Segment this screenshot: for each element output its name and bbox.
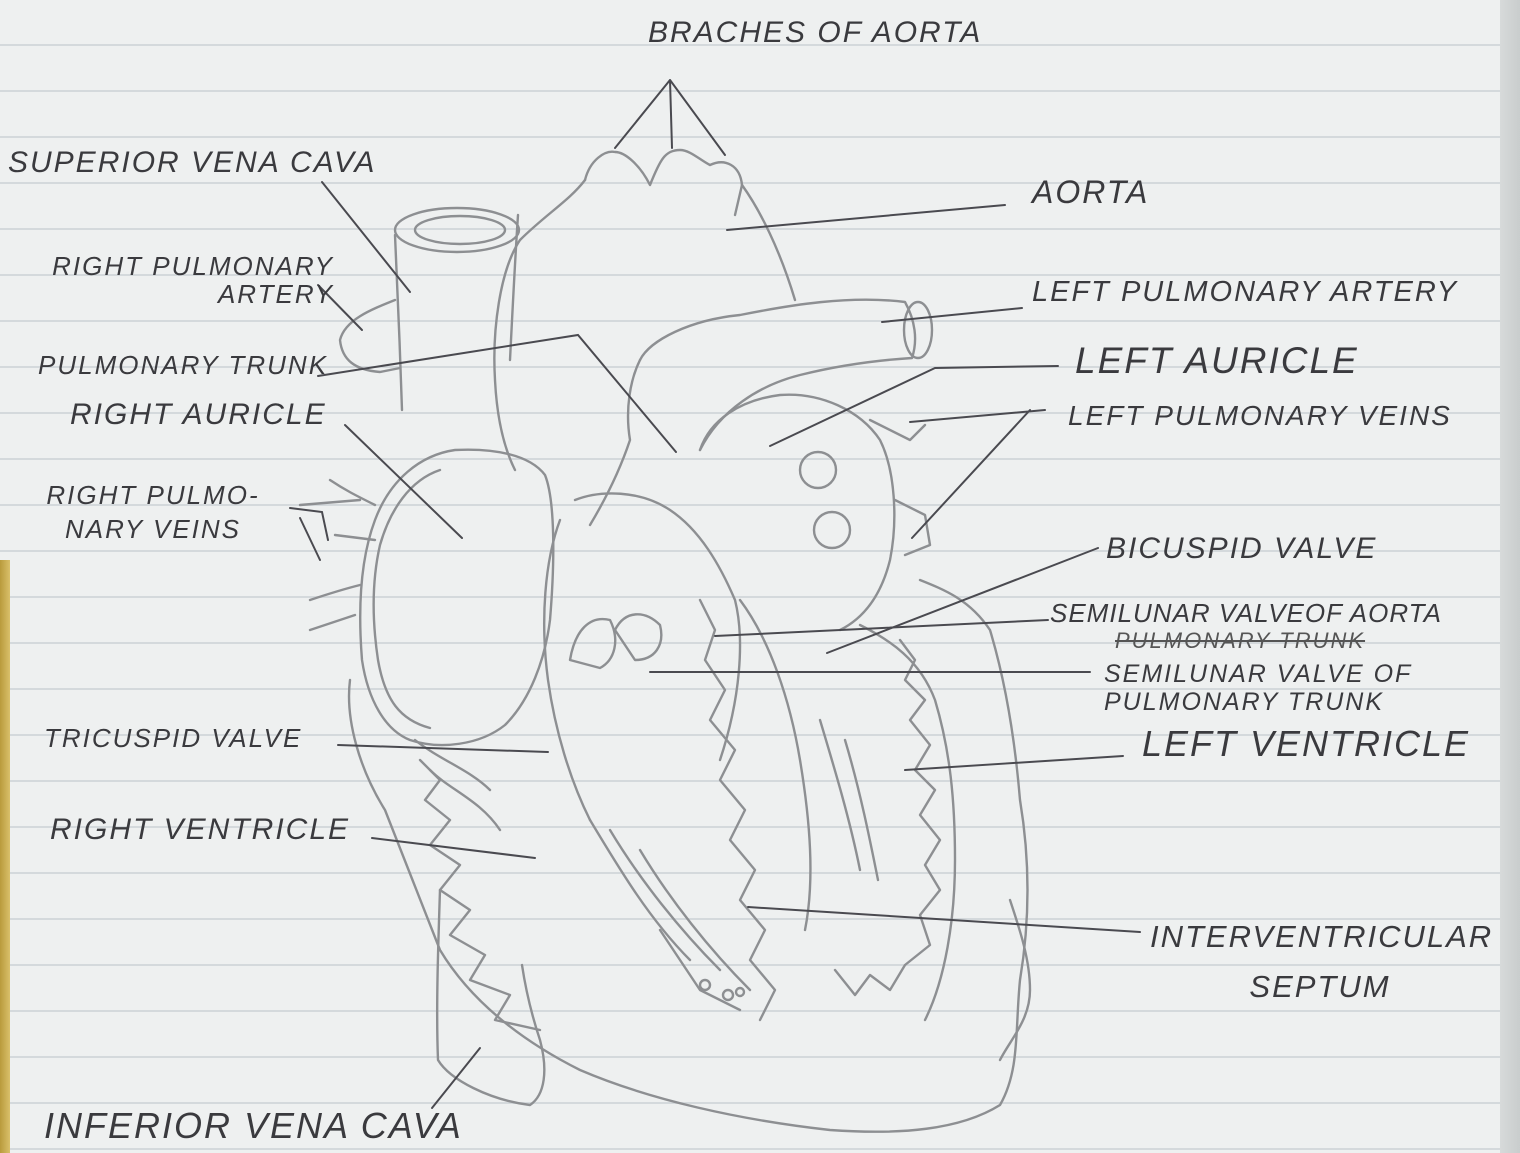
pointer-semilunar-aorta [715, 620, 1048, 636]
svc-opening [395, 208, 519, 252]
aorta-outline [494, 180, 585, 470]
right-ventricle-label: RIGHT VENTRICLE [50, 815, 350, 845]
tricuspid-valve [415, 740, 500, 830]
pointer-aorta [727, 205, 1005, 230]
right-pulmonary-artery-label: RIGHT PULMONARY ARTERY [14, 252, 334, 308]
tricuspid-valve-label: TRICUSPID VALVE [44, 725, 302, 751]
bicuspid-valve-label: BICUSPID VALVE [1106, 534, 1377, 564]
aorta-label: AORTA [1032, 176, 1149, 208]
left-auricle-outline [700, 395, 894, 630]
left-pulmonary-veins-label: LEFT PULMONARY VEINS [1068, 402, 1452, 430]
right-auricle-label: RIGHT AURICLE [70, 400, 327, 430]
superior-vena-cava-label: SUPERIOR VENA CAVA [8, 148, 376, 178]
left-ventricle-label: LEFT VENTRICLE [1142, 726, 1470, 762]
left-pulmonary-artery-opening [904, 302, 932, 358]
pulmonary-trunk-inner [575, 493, 740, 760]
pointer-left-pulmonary-veins [910, 410, 1045, 538]
pointer-left-auricle [770, 366, 1058, 446]
aortic-branches [585, 150, 742, 215]
heart-outer-wall [349, 580, 1027, 1132]
left-pulmonary-artery-label: LEFT PULMONARY ARTERY [1032, 278, 1458, 307]
pointer-left-ventricle [905, 756, 1123, 770]
right-pulmonary-veins-label: RIGHT PULMO-NARY VEINS [28, 478, 278, 546]
interventricular-septum-label: INTERVENTRICULAR SEPTUM [1150, 912, 1490, 1012]
right-pulmonary-veins-outline [300, 480, 375, 630]
struck-out-text: PULMONARY TRUNK [1115, 630, 1365, 652]
pulmonary-trunk-outline [640, 300, 915, 450]
pointer-right-pulmonary-veins [290, 508, 328, 560]
semilunar-valve-aorta-label: SEMILUNAR VALVEOF AORTA [1050, 600, 1442, 626]
pulmonary-trunk-label: PULMONARY TRUNK [38, 352, 328, 378]
semilunar-valve-cusps [570, 614, 661, 668]
inferior-vena-cava-label: INFERIOR VENA CAVA [44, 1108, 463, 1144]
pointer-right-ventricle [372, 838, 535, 858]
septum-wall [700, 600, 775, 1020]
pointer-ivc [432, 1048, 480, 1108]
right-auricle-outline [360, 450, 553, 745]
page-edge [1500, 0, 1520, 1153]
semilunar-valve-pulmonary-label: SEMILUNAR VALVE OF PULMONARY TRUNK [1104, 660, 1464, 716]
left-ventricle-wall [835, 640, 940, 995]
right-pulmonary-artery-outline [340, 300, 400, 372]
branches-of-aorta-label: BRACHES OF AORTA [648, 18, 982, 48]
left-auricle-label: LEFT AURICLE [1075, 342, 1359, 379]
left-pulmonary-vein-opening-2 [814, 512, 850, 548]
pointer-branches [615, 80, 725, 155]
pointer-right-auricle [345, 425, 462, 538]
aorta-right-wall [742, 185, 795, 300]
pointer-lpa [882, 308, 1022, 322]
left-pulmonary-vein-opening-1 [800, 452, 836, 488]
inferior-vena-cava-outline [437, 890, 544, 1105]
